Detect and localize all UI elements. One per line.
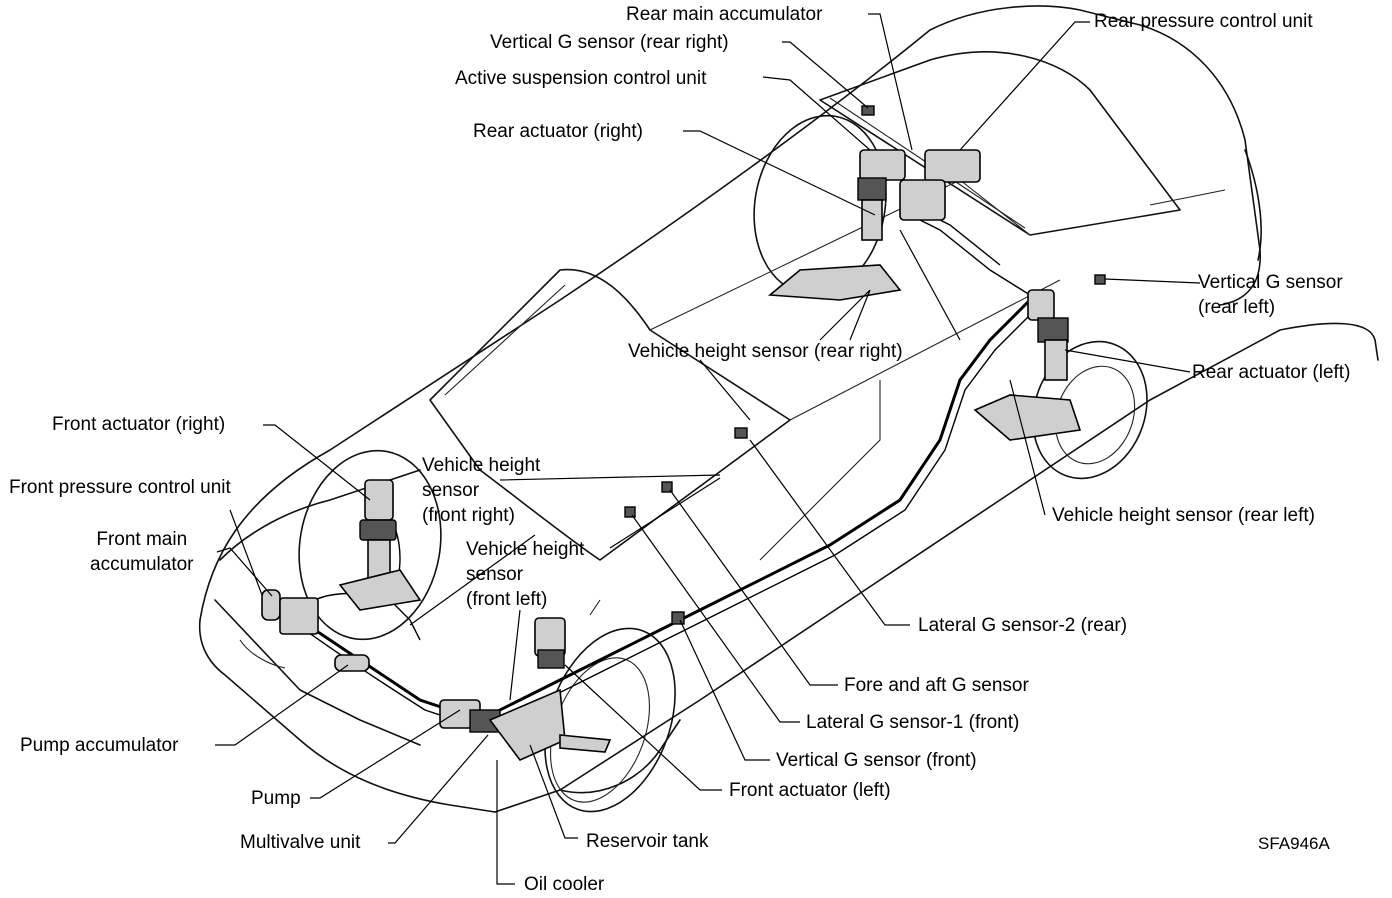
label-pump-accumulator: Pump accumulator [20, 735, 179, 756]
label-front-actuator-left: Front actuator (left) [729, 780, 891, 801]
label-oil-cooler: Oil cooler [524, 874, 605, 895]
components [261, 105, 1106, 761]
label-multivalve-unit: Multivalve unit [240, 832, 361, 853]
label-rear-main-accumulator: Rear main accumulator [626, 4, 823, 25]
label-vehicle-height-sensor-front-left: Vehicle height sensor (front left) [466, 537, 584, 612]
label-reservoir-tank: Reservoir tank [586, 831, 709, 852]
label-vehicle-height-sensor-rear-left: Vehicle height sensor (rear left) [1052, 505, 1315, 526]
label-vertical-g-sensor-rear-left: Vertical G sensor (rear left) [1198, 270, 1343, 320]
label-vehicle-height-sensor-front-left-line3: (front left) [466, 589, 548, 610]
label-lateral-g-sensor-2-rear: Lateral G sensor-2 (rear) [918, 615, 1128, 636]
label-front-main-accumulator-line1: Front main [96, 529, 188, 550]
label-fore-and-aft-g-sensor: Fore and aft G sensor [844, 675, 1029, 696]
label-rear-actuator-right: Rear actuator (right) [473, 121, 644, 142]
label-rear-actuator-left: Rear actuator (left) [1192, 362, 1351, 383]
label-lateral-g-sensor-1-front: Lateral G sensor-1 (front) [806, 712, 1020, 733]
car-body-outline [198, 5, 1379, 813]
hydraulic-piping [299, 204, 1046, 731]
label-vertical-g-sensor-front: Vertical G sensor (front) [776, 750, 977, 771]
label-pump: Pump [251, 788, 301, 809]
label-vehicle-height-sensor-front-right-line2: sensor [422, 480, 480, 501]
label-vehicle-height-sensor-front-left-line2: sensor [466, 564, 524, 585]
label-vertical-g-sensor-rear-left-line2: (rear left) [1198, 297, 1276, 318]
label-front-main-accumulator-line2: accumulator [90, 554, 194, 575]
label-rear-pressure-control-unit: Rear pressure control unit [1094, 11, 1313, 32]
label-vehicle-height-sensor-front-left-line1: Vehicle height [466, 539, 585, 560]
label-vehicle-height-sensor-front-right-line3: (front right) [422, 505, 515, 526]
label-vehicle-height-sensor-rear-right: Vehicle height sensor (rear right) [628, 341, 903, 362]
label-front-main-accumulator: Front main accumulator [90, 527, 194, 577]
label-vehicle-height-sensor-front-right: Vehicle height sensor (front right) [422, 453, 540, 528]
leader-lines [215, 13, 1201, 885]
label-vehicle-height-sensor-front-right-line1: Vehicle height [422, 455, 541, 476]
label-vertical-g-sensor-rear-right: Vertical G sensor (rear right) [490, 32, 729, 53]
label-front-pressure-control-unit: Front pressure control unit [9, 477, 231, 498]
label-figure-code: SFA946A [1258, 834, 1330, 853]
label-front-actuator-right: Front actuator (right) [52, 414, 226, 435]
label-active-suspension-control-unit: Active suspension control unit [455, 68, 707, 89]
label-vertical-g-sensor-rear-left-line1: Vertical G sensor [1198, 272, 1343, 293]
